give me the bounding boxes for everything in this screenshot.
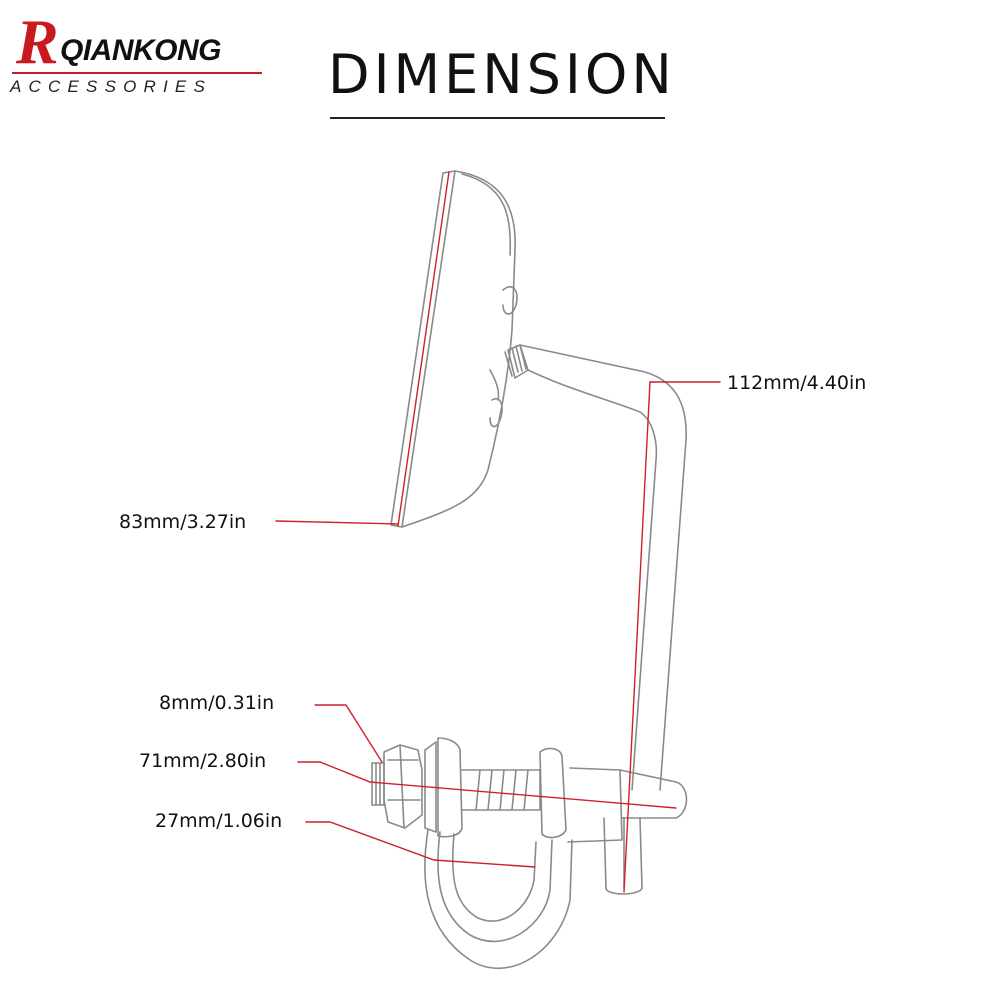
page-title: DIMENSION: [328, 43, 676, 106]
brand-underline: [12, 72, 262, 74]
brand-tagline: ACCESSORIES: [10, 77, 213, 96]
mirror-head: [390, 170, 518, 528]
leader-clamp-opening: [305, 821, 536, 868]
title-underline: [330, 117, 665, 119]
leader-clamp-width: [297, 761, 677, 809]
mount-block: [567, 767, 688, 895]
brand-logo: R QIANKONG ACCESSORIES: [10, 10, 270, 100]
u-clamp: [424, 829, 573, 970]
leader-mirror-diameter: [275, 520, 399, 525]
dim-line-mirror-diameter: [397, 171, 450, 527]
dimension-lines: [275, 171, 721, 893]
label-mirror-diameter: 83mm/3.27in: [119, 511, 247, 533]
brand-name: QIANKONG: [60, 34, 222, 67]
label-clamp-width: 71mm/2.80in: [139, 750, 267, 772]
label-clamp-opening: 27mm/1.06in: [155, 810, 283, 832]
mirror-arm: [504, 344, 687, 791]
dim-line-overall-height: [623, 381, 651, 893]
label-overall-height: 112mm/4.40in: [727, 372, 867, 394]
bolt-assembly: [371, 737, 567, 839]
label-thread-diameter: 8mm/0.31in: [159, 692, 275, 714]
brand-initial: R: [16, 6, 59, 77]
leader-thread-diameter: [314, 704, 383, 763]
